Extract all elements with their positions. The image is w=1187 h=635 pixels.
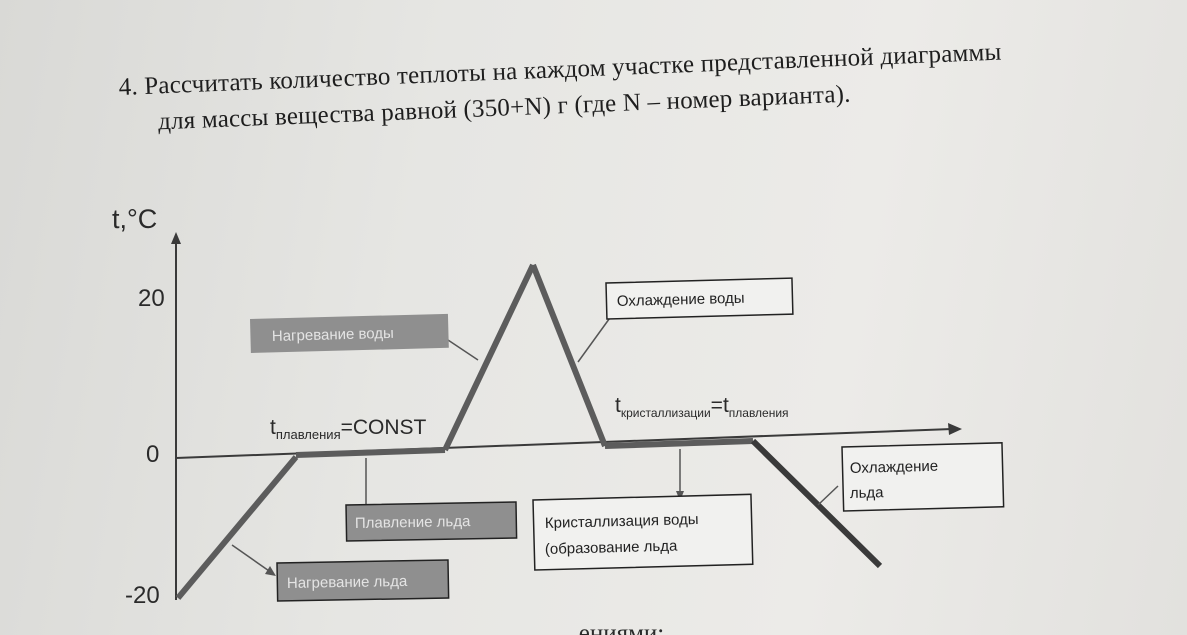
bottom-fragment: ...ениями: xyxy=(560,620,664,635)
segment-cooling-water xyxy=(530,263,608,448)
segment-cooling-ice xyxy=(750,438,883,569)
label-heating-water-text: Нагревание воды xyxy=(272,325,394,345)
pointer-heating-ice-arrow xyxy=(265,566,276,576)
segment-heating-water xyxy=(442,263,536,452)
tick-20: 20 xyxy=(138,285,165,312)
pointer-cooling-water xyxy=(577,314,613,363)
formula-crystallization-eq: tкристаллизации=tплавления xyxy=(615,394,789,420)
label-crystallization-line1: Кристаллизация воды xyxy=(545,511,699,532)
label-crystallization-line2: (образование льда xyxy=(545,538,679,558)
pointer-cooling-ice xyxy=(817,485,839,506)
label-crystallization: Кристаллизация воды (образование льда xyxy=(532,493,754,571)
label-heating-water: Нагревание воды xyxy=(250,313,449,353)
label-heating-ice: Нагревание льда xyxy=(276,559,450,602)
y-axis-label: t,°C xyxy=(112,204,157,234)
label-cooling-ice-line2: льда xyxy=(850,484,885,502)
segment-melting-ice xyxy=(295,447,446,458)
label-melting-ice: Плавление льда xyxy=(345,501,518,542)
label-melting-ice-text: Плавление льда xyxy=(355,513,471,532)
tick-0: 0 xyxy=(146,441,159,468)
formula-melting-const: tплавления=CONST xyxy=(270,416,427,442)
label-heating-ice-text: Нагревание льда xyxy=(287,573,408,592)
label-cooling-water-text: Охлаждение воды xyxy=(617,290,745,310)
pointer-heating-ice xyxy=(231,544,273,574)
label-cooling-ice: Охлаждение льда xyxy=(841,442,1005,512)
tick-minus20: -20 xyxy=(125,582,160,609)
label-cooling-ice-line1: Охлаждение xyxy=(850,458,939,477)
y-axis-arrow xyxy=(171,232,181,244)
x-axis-arrow xyxy=(948,423,962,435)
segment-heating-ice xyxy=(175,455,299,600)
label-cooling-water: Охлаждение воды xyxy=(605,277,794,320)
segment-crystallization xyxy=(604,438,754,449)
